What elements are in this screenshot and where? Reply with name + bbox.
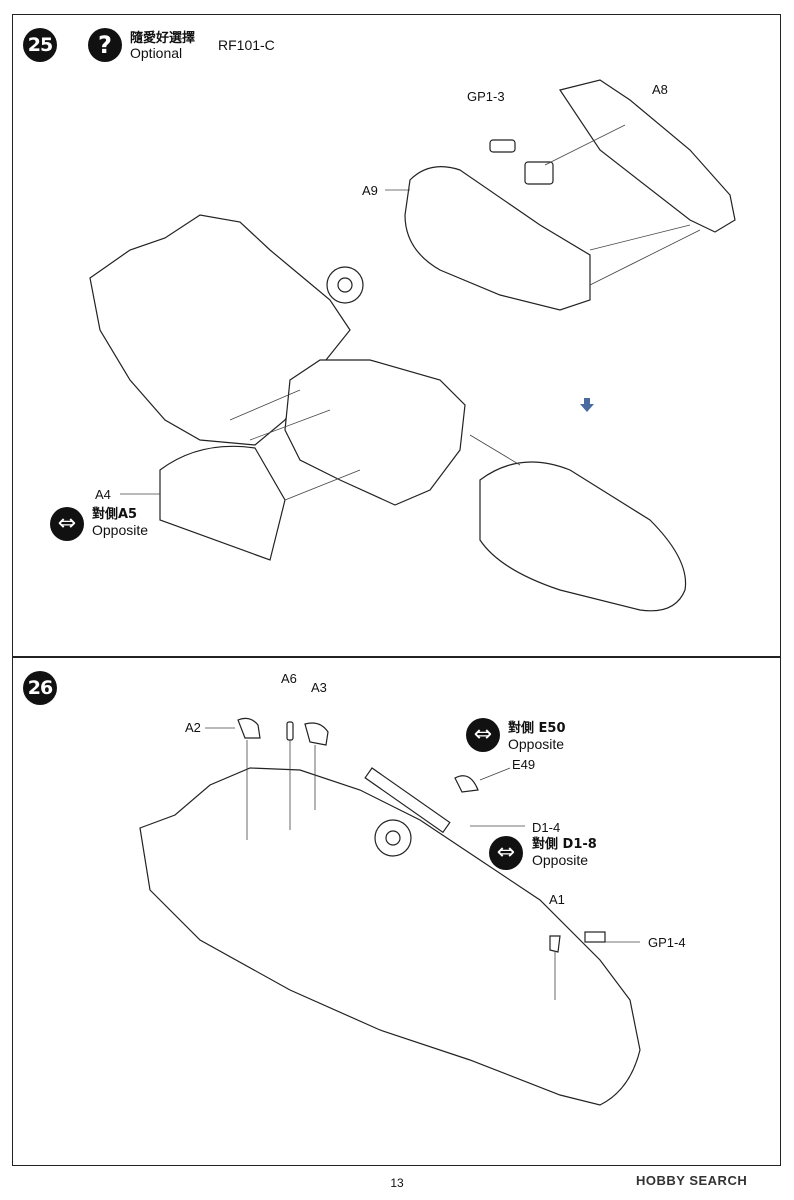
part-a1 [549, 935, 561, 953]
opposite-d1-8-label: Opposite [532, 852, 589, 868]
swap-arrow-icon: ⇔ [489, 836, 523, 870]
variant-label: RF101-C [218, 37, 275, 53]
optional-label: Optional [130, 45, 183, 61]
watermark-text: HOBBY SEARCH [636, 1173, 748, 1188]
part-e49 [454, 775, 479, 793]
label-a3: A3 [311, 680, 327, 695]
part-gp1-3 [489, 139, 516, 153]
label-gp1-4: GP1-4 [648, 935, 686, 950]
label-a1: A1 [549, 892, 565, 907]
step-number-badge: 26 [23, 671, 57, 705]
part-a2 [237, 717, 261, 739]
part-a4 [159, 445, 286, 561]
fuselage-half-left [89, 214, 351, 446]
opposite-a5-cjk: 對側A5 [92, 507, 138, 522]
label-d1-4: D1-4 [532, 820, 561, 835]
nose-cone [479, 461, 687, 612]
opposite-d1-8-cjk: 對側 D1-8 [532, 837, 597, 852]
swap-arrow-icon: ⇔ [466, 718, 500, 752]
part-a8 [559, 79, 736, 233]
opposite-e50-label: Opposite [508, 736, 565, 752]
swap-arrow-icon: ⇔ [50, 507, 84, 541]
label-a8: A8 [652, 82, 668, 97]
opposite-e50-cjk: 對側 E50 [508, 721, 566, 736]
step-26-panel [12, 657, 781, 1166]
part-a3 [304, 722, 329, 746]
optional-label-cjk: 隨愛好選擇 [130, 31, 196, 46]
question-icon: ? [88, 28, 122, 62]
opposite-a5-label: Opposite [92, 522, 149, 538]
step-25-panel [12, 14, 781, 657]
fuselage-assembled [139, 767, 641, 1106]
part-gp1-4 [584, 931, 606, 943]
page-number: 13 [390, 1176, 404, 1190]
part-d1-4 [364, 767, 451, 834]
label-gp1-3: GP1-3 [467, 89, 505, 104]
label-a6: A6 [281, 671, 297, 686]
step-number-badge: 25 [23, 28, 57, 62]
part-a9 [404, 166, 591, 311]
label-a9: A9 [362, 183, 378, 198]
label-a2: A2 [185, 720, 201, 735]
cockpit-tub [284, 359, 466, 506]
label-a4: A4 [95, 487, 111, 502]
direction-arrow-icon [580, 398, 594, 412]
label-e49: E49 [512, 757, 536, 772]
